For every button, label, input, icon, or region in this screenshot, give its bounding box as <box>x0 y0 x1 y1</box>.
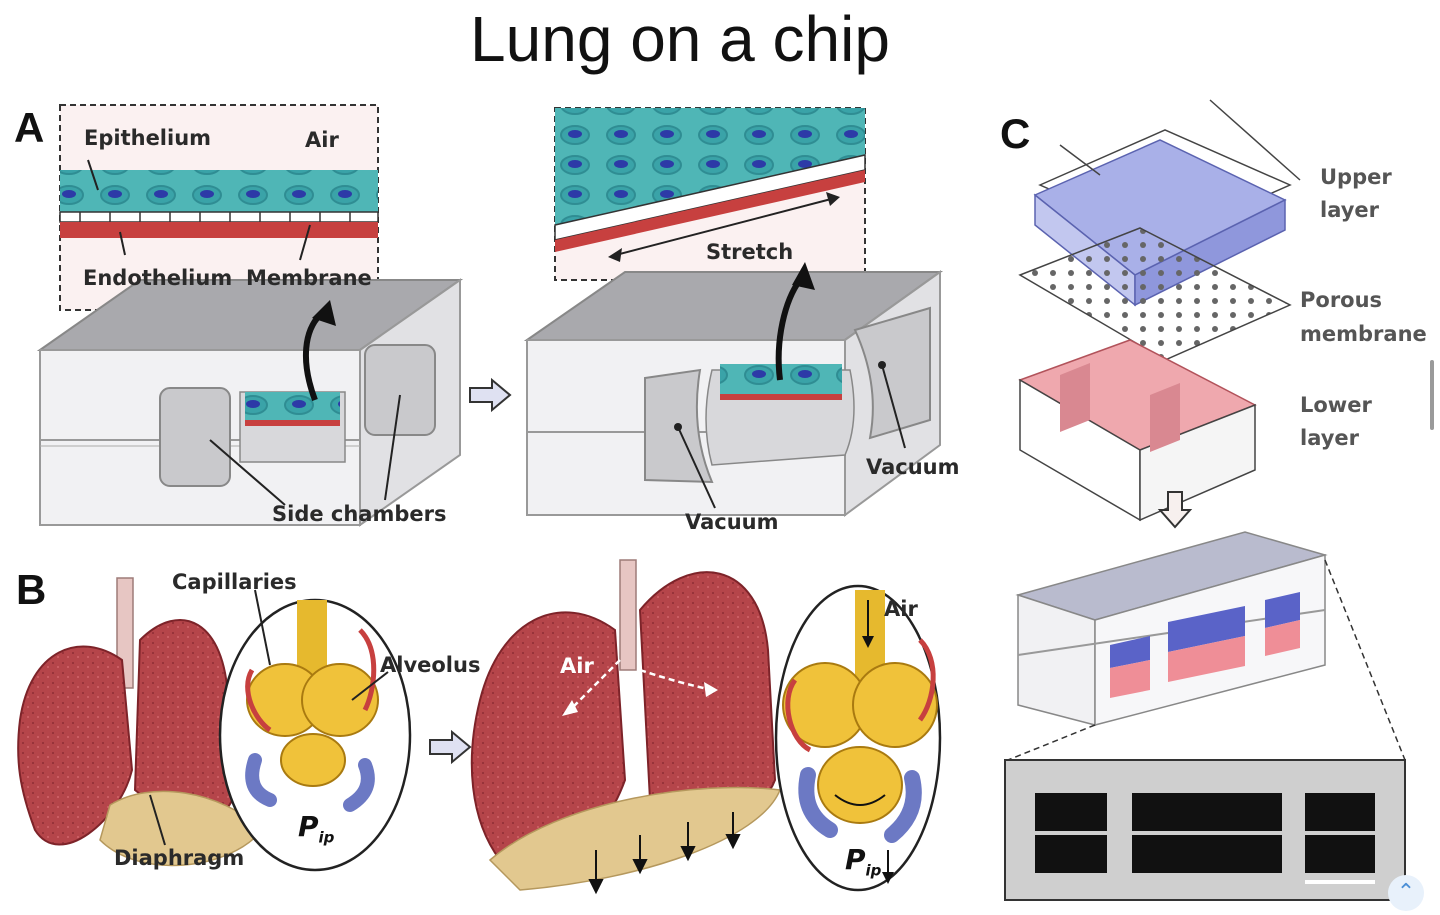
label-porous-line2: membrane <box>1300 322 1427 346</box>
label-endothelium: Endothelium <box>83 266 233 290</box>
label-pip-expanded: Pip <box>845 843 882 880</box>
alveolus-inset-expanded <box>774 584 942 892</box>
inset-cell-layers-relaxed <box>59 104 379 311</box>
label-side-chambers: Side chambers <box>272 502 447 526</box>
arrow-down-icon <box>1157 491 1193 529</box>
label-diaphragm: Diaphragm <box>114 846 245 870</box>
label-epithelium: Epithelium <box>84 126 212 150</box>
panel-b-label: B <box>16 566 47 613</box>
arrow-right-icon <box>469 377 512 413</box>
scrollbar-thumb[interactable] <box>1430 360 1434 430</box>
label-porous-line1: Porous <box>1300 288 1383 312</box>
lungs-expanded <box>470 559 782 895</box>
lungs-relaxed <box>17 577 264 867</box>
assembled-chip-graphic <box>1007 531 1406 761</box>
panel-a-label: A <box>14 104 45 151</box>
label-vacuum-left: Vacuum <box>685 510 779 534</box>
chip-relaxed <box>36 278 464 527</box>
figure-title: Lung on a chip <box>470 3 890 75</box>
label-upper-line2: layer <box>1320 198 1380 222</box>
label-pip-relaxed: Pip <box>298 810 335 847</box>
scroll-up-icon[interactable]: ⌃ <box>1388 875 1424 911</box>
panel-c-label: C <box>1000 110 1031 157</box>
label-membrane: Membrane <box>246 266 372 290</box>
label-lower-line1: Lower <box>1300 393 1372 417</box>
label-capillaries: Capillaries <box>172 570 297 594</box>
label-air-a: Air <box>305 128 339 152</box>
label-lower-line2: layer <box>1300 426 1360 450</box>
label-alveolus: Alveolus <box>380 653 481 677</box>
label-air-circle: Air <box>884 597 918 621</box>
alveolus-inset-relaxed <box>218 589 412 872</box>
label-upper-line1: Upper <box>1320 165 1392 189</box>
lower-layer-graphic <box>1018 339 1257 522</box>
chip-stretched <box>523 262 944 517</box>
inset-cell-layers-stretched <box>554 107 866 281</box>
label-stretch: Stretch <box>706 240 794 264</box>
porous-membrane-graphic <box>1018 227 1292 361</box>
micrograph-image <box>1004 759 1406 901</box>
arrow-right-icon <box>429 729 472 765</box>
label-vacuum-right: Vacuum <box>866 455 960 479</box>
label-air-lungs: Air <box>560 654 594 678</box>
